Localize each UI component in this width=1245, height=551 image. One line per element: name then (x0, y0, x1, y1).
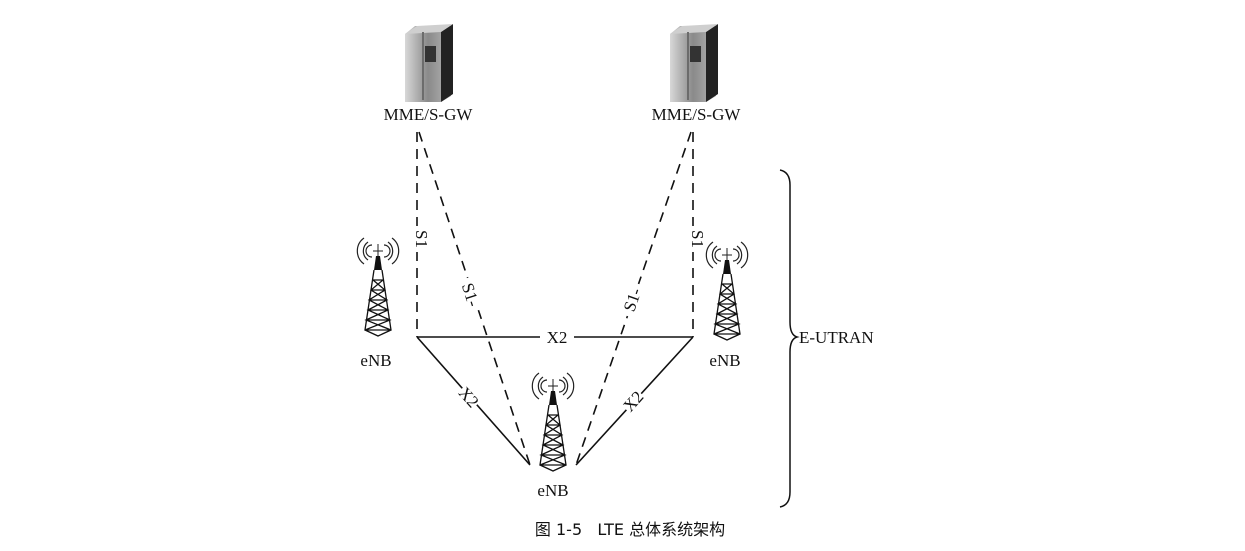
e-utran-label: E-UTRAN (799, 328, 874, 347)
cell-tower-icon (705, 241, 749, 341)
s1-label: S1 (412, 230, 431, 248)
x2-label: X2 (547, 328, 568, 347)
server-label-left: MME/S-GW (384, 105, 474, 124)
e-utran-brace (779, 169, 800, 508)
server-icon (405, 24, 453, 102)
s1-label: S1 (688, 230, 707, 248)
cell-tower-icon (356, 237, 400, 337)
figure-caption: 图 1-5 LTE 总体系统架构 (535, 520, 725, 539)
server-label-right: MME/S-GW (652, 105, 742, 124)
cell-tower-icon (531, 372, 575, 472)
enb-label: eNB (537, 481, 568, 500)
server-icon (670, 24, 718, 102)
enb-label: eNB (360, 351, 391, 370)
enb-label: eNB (709, 351, 740, 370)
